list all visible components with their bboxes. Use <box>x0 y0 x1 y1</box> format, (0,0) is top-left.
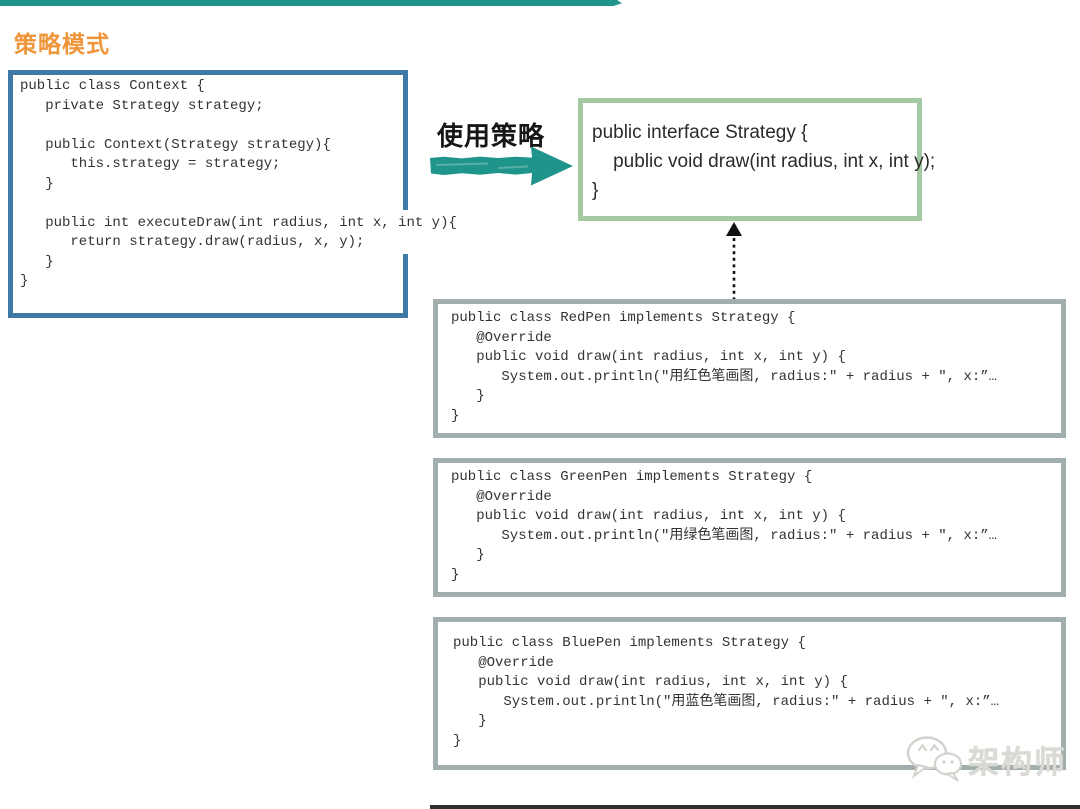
context-class-box <box>8 70 408 318</box>
watermark: 架构师 <box>906 734 1067 784</box>
use-strategy-label: 使用策略 <box>437 121 546 151</box>
page-title: 策略模式 <box>14 31 110 57</box>
top-teal-strip <box>0 0 622 6</box>
watermark-text: 架构师 <box>968 744 1067 780</box>
redpen-class-box <box>433 299 1066 438</box>
context-class-code: public class Context { private Strategy … <box>20 78 457 289</box>
dotted-up-arrow-icon <box>726 222 742 299</box>
bluepen-class-box <box>433 617 1066 770</box>
context-border-gap <box>401 210 410 254</box>
bottom-dark-bar <box>430 805 1080 809</box>
bluepen-class-code: public class BluePen implements Strategy… <box>453 635 1000 749</box>
use-strategy-arrow-icon <box>430 146 573 186</box>
greenpen-class-box <box>433 458 1066 597</box>
greenpen-class-code: public class GreenPen implements Strateg… <box>451 469 998 583</box>
chat-bubbles-icon <box>906 736 963 782</box>
redpen-class-code: public class RedPen implements Strategy … <box>451 310 998 424</box>
strategy-interface-box <box>578 98 922 221</box>
strategy-interface-code: public interface Strategy { public void … <box>592 122 936 201</box>
